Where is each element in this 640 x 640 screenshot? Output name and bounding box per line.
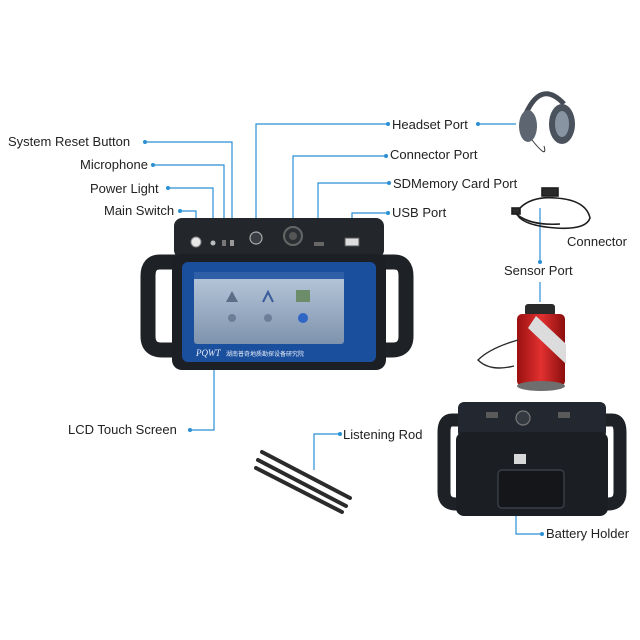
screen-inner <box>194 272 344 344</box>
usb-socket <box>344 237 360 247</box>
label-connector: Connector <box>567 234 627 249</box>
label-main-switch: Main Switch <box>104 203 175 218</box>
label-listening-rod: Listening Rod <box>343 427 423 442</box>
label-power-light: Power Light <box>90 181 159 196</box>
leader-connector-port <box>292 155 386 226</box>
battery-compartment <box>497 469 565 509</box>
leader-headset <box>255 123 388 232</box>
leader-dots <box>143 122 544 536</box>
left-handle <box>140 254 186 358</box>
connector-cable-image <box>511 187 591 230</box>
label-lcd-touch-screen: LCD Touch Screen <box>68 422 177 437</box>
headset-image <box>519 91 575 153</box>
leader-rod <box>313 433 340 470</box>
right-handle <box>370 254 414 358</box>
screen-brand: PQWT <box>195 348 221 358</box>
reset-button <box>230 240 234 246</box>
label-microphone: Microphone <box>80 157 148 172</box>
label-usb-port: USB Port <box>392 205 447 220</box>
main-switch <box>190 236 202 248</box>
label-sensor-port: Sensor Port <box>504 263 573 278</box>
label-connector-port: Connector Port <box>390 147 478 162</box>
sensor-image <box>477 304 566 391</box>
label-headset-port: Headset Port <box>392 117 468 132</box>
microphone-hole <box>222 240 226 246</box>
screen-status-bar <box>194 272 344 279</box>
label-system-reset-button: System Reset Button <box>8 134 131 149</box>
device-back <box>437 402 627 516</box>
top-panel <box>174 218 384 258</box>
listening-rod-image <box>254 450 352 514</box>
leader-lcd <box>190 368 215 431</box>
device-front: PQWT 湖南普奇地质勘探设备研究院 <box>140 218 414 370</box>
label-sd-card-port: SDMemory Card Port <box>393 176 518 191</box>
screen-subtitle: 湖南普奇地质勘探设备研究院 <box>226 350 304 358</box>
power-light <box>210 240 216 246</box>
leader-system-reset <box>145 141 233 240</box>
sd-slot <box>314 242 324 246</box>
label-battery-holder: Battery Holder <box>546 526 630 541</box>
leader-microphone <box>153 164 225 240</box>
headset-jack <box>249 231 263 245</box>
screen-app-icons <box>226 289 310 323</box>
